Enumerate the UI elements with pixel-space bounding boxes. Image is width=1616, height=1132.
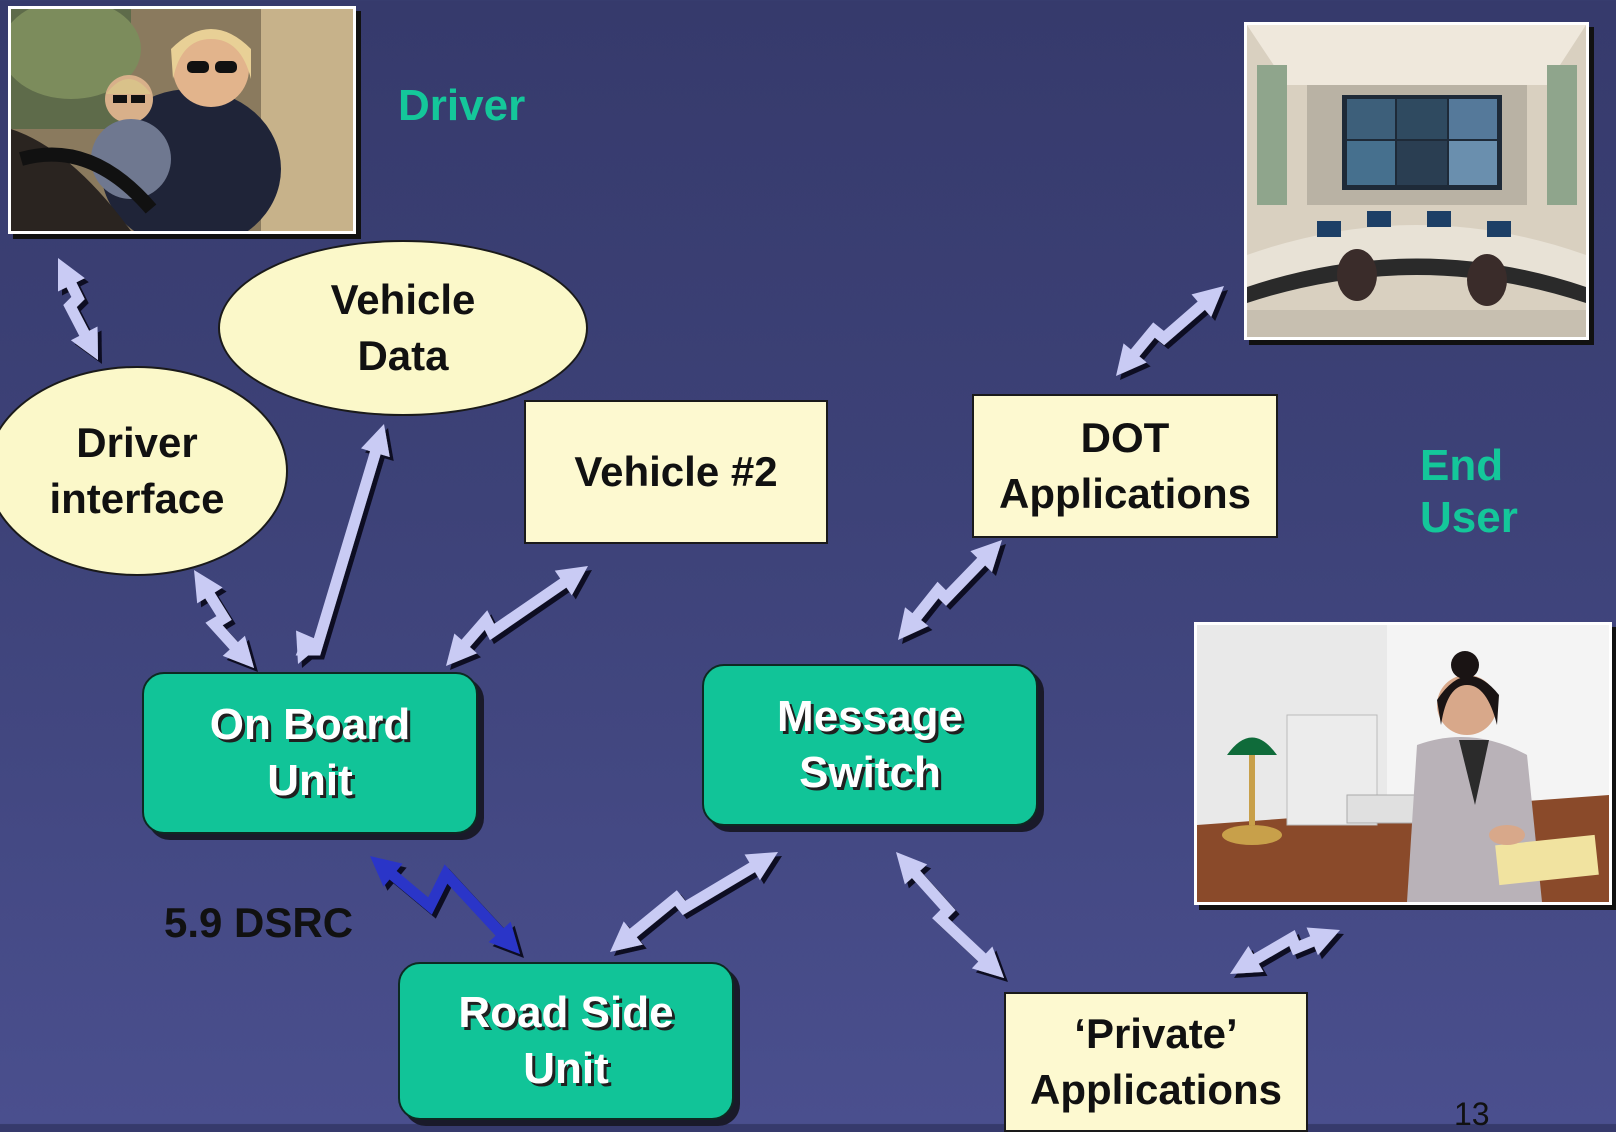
arrow-private-to-office-shaft — [1247, 930, 1320, 967]
arrow-switch-to-dot-shaft — [908, 553, 990, 625]
control-room-photo — [1244, 22, 1589, 340]
arrow-vehicle2-to-obu-shaft — [457, 575, 572, 652]
arrow-switch-to-private-shaft — [907, 866, 991, 966]
dsrc-label: 5.9 DSRC — [164, 899, 354, 946]
driver-photo-illustration — [11, 9, 353, 231]
driver-label: Driver — [398, 81, 526, 130]
arrow-vehicle-data-to-obu-shaft — [295, 445, 383, 656]
arrow-dot-to-control-room-head-end — [1116, 343, 1147, 376]
on-board-unit-node: On Board Unit — [142, 672, 478, 834]
arrow-dsrc-obu-to-rsu-head-end — [488, 921, 520, 954]
private-applications-node: ‘Private’ Applications — [1004, 992, 1308, 1132]
driver-interface-node: Driver interface — [0, 366, 288, 576]
arrow-driver-to-interface-head-start — [58, 258, 85, 292]
vehicle-2-node: Vehicle #2 — [524, 400, 828, 544]
control-room-photo-illustration — [1247, 25, 1586, 337]
arrow-dot-to-control-room-shaft — [1127, 297, 1210, 361]
arrow-interface-to-obu-head-start — [194, 570, 223, 604]
message-switch-node: Message Switch — [702, 664, 1038, 826]
arrow-driver-to-interface-head-end — [70, 326, 98, 360]
arrow-private-to-office-head-end — [1230, 945, 1264, 974]
arrow-switch-to-private-head-start — [896, 852, 928, 885]
arrow-vehicle2-to-obu-head-start — [554, 566, 588, 596]
arrow-dsrc-obu-to-rsu-head-start — [370, 856, 403, 887]
arrow-switch-to-dot-head-end — [898, 607, 929, 640]
arrow-switch-to-private-head-end — [971, 946, 1004, 978]
arrow-interface-to-obu-head-end — [222, 635, 254, 668]
arrow-driver-to-interface-shaft — [63, 277, 92, 342]
page-number: 13 — [1454, 1096, 1490, 1132]
arrow-dot-to-control-room-head-start — [1191, 286, 1224, 317]
office-worker-photo — [1194, 622, 1612, 905]
arrow-dsrc-obu-to-rsu-shaft — [384, 864, 508, 941]
office-worker-photo-illustration — [1197, 625, 1609, 902]
arrow-rsu-to-switch-head-start — [744, 852, 778, 881]
arrow-rsu-to-switch-shaft — [625, 859, 761, 942]
vehicle-data-node: Vehicle Data — [218, 240, 588, 416]
arrow-interface-to-obu-shaft — [202, 587, 242, 654]
end-user-label: End User — [1420, 441, 1518, 542]
road-side-unit-node: Road Side Unit — [398, 962, 734, 1120]
arrow-vehicle-data-to-obu-head-start — [360, 424, 390, 458]
dot-applications-node: DOT Applications — [972, 394, 1278, 538]
arrow-private-to-office-head-start — [1306, 927, 1340, 956]
arrow-vehicle-data-to-obu-head-end — [296, 630, 324, 664]
arrow-vehicle2-to-obu-head-end — [446, 633, 478, 666]
arrow-rsu-to-switch-head-end — [610, 921, 643, 952]
arrow-switch-to-dot-head-start — [970, 540, 1002, 573]
driver-photo — [8, 6, 356, 234]
